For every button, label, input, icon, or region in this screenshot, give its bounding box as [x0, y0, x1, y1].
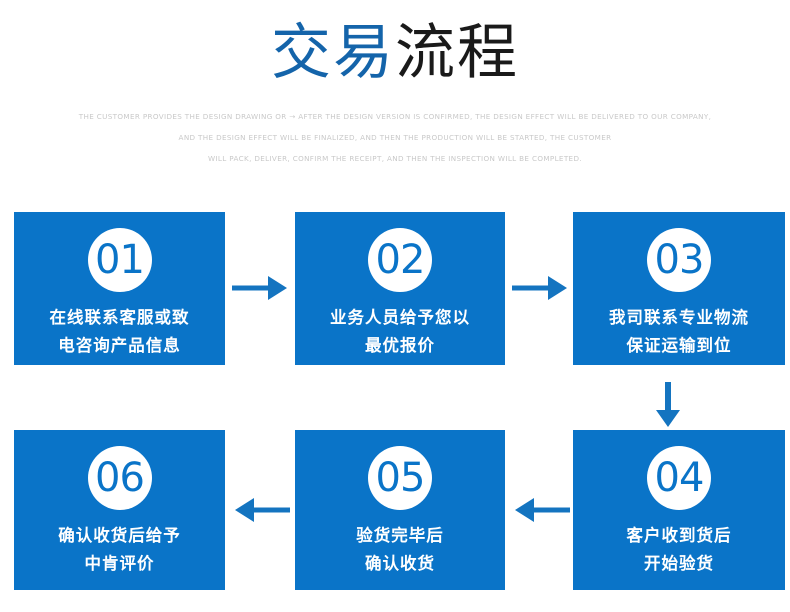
- page-title-blue: 交易: [271, 18, 395, 88]
- step-badge-02: 02: [368, 228, 432, 292]
- step-01-line-2: 电咨询产品信息: [58, 336, 181, 355]
- step-card-03: 03 我司联系专业物流 保证运输到位: [573, 212, 785, 365]
- step-number-03: 03: [654, 237, 705, 283]
- step-card-04: 04 客户收到货后 开始验货: [573, 430, 785, 590]
- arrow-left-icon: [515, 498, 570, 522]
- step-card-01: 01 在线联系客服或致 电咨询产品信息: [14, 212, 225, 365]
- arrow-right-icon: [232, 276, 287, 300]
- subtitle-line-1: THE CUSTOMER PROVIDES THE DESIGN DRAWING…: [78, 112, 712, 121]
- step-05-line-1: 验货完毕后: [356, 526, 444, 545]
- step-text-04: 客户收到货后 开始验货: [573, 522, 785, 578]
- step-badge-05: 05: [368, 446, 432, 510]
- page-subtitle: THE CUSTOMER PROVIDES THE DESIGN DRAWING…: [45, 106, 745, 169]
- step-card-02: 02 业务人员给予您以 最优报价: [295, 212, 505, 365]
- subtitle-line-2: AND THE DESIGN EFFECT WILL BE FINALIZED,…: [178, 133, 612, 142]
- step-card-06: 06 确认收货后给予 中肯评价: [14, 430, 225, 590]
- step-number-02: 02: [375, 237, 426, 283]
- step-number-01: 01: [95, 237, 145, 283]
- step-06-line-1: 确认收货后给予: [58, 526, 181, 545]
- step-02-line-1: 业务人员给予您以: [330, 308, 470, 327]
- page-header: 交易流程 THE CUSTOMER PROVIDES THE DESIGN DR…: [0, 0, 790, 169]
- arrow-down-icon: [656, 382, 680, 427]
- step-03-line-2: 保证运输到位: [626, 336, 732, 355]
- step-text-05: 验货完毕后 确认收货: [295, 522, 505, 578]
- step-02-line-2: 最优报价: [365, 336, 435, 355]
- arrow-left-icon: [235, 498, 290, 522]
- step-number-04: 04: [654, 455, 705, 501]
- page-title-dark: 流程: [395, 18, 519, 88]
- step-03-line-1: 我司联系专业物流: [609, 308, 749, 327]
- step-text-06: 确认收货后给予 中肯评价: [14, 522, 225, 578]
- step-05-line-2: 确认收货: [365, 554, 435, 573]
- arrow-right-icon: [512, 276, 567, 300]
- step-text-02: 业务人员给予您以 最优报价: [295, 304, 505, 360]
- step-text-03: 我司联系专业物流 保证运输到位: [573, 304, 785, 360]
- step-text-01: 在线联系客服或致 电咨询产品信息: [14, 304, 225, 360]
- step-badge-03: 03: [647, 228, 711, 292]
- step-badge-04: 04: [647, 446, 711, 510]
- page-title: 交易流程: [0, 18, 790, 88]
- step-04-line-1: 客户收到货后: [626, 526, 732, 545]
- step-number-05: 05: [375, 455, 426, 501]
- subtitle-line-3: WILL PACK, DELIVER, CONFIRM THE RECEIPT,…: [208, 154, 582, 163]
- step-01-line-1: 在线联系客服或致: [49, 308, 190, 327]
- step-04-line-2: 开始验货: [644, 554, 714, 573]
- step-badge-06: 06: [87, 446, 152, 510]
- step-badge-01: 01: [87, 228, 152, 292]
- step-number-06: 06: [95, 455, 145, 501]
- step-06-line-2: 中肯评价: [84, 554, 155, 573]
- step-card-05: 05 验货完毕后 确认收货: [295, 430, 505, 590]
